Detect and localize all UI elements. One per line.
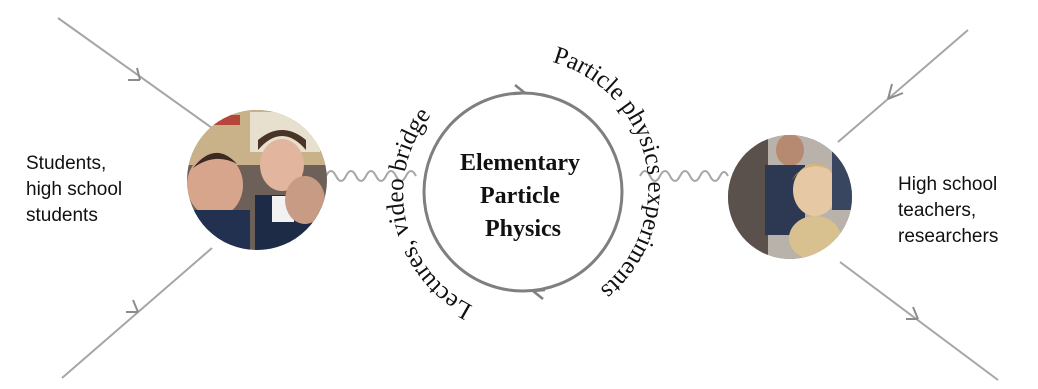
right-label-line-1: High school <box>898 174 998 195</box>
arrow-icon <box>906 306 919 320</box>
left-lower-line <box>61 247 213 379</box>
right-wavy-line <box>639 170 729 182</box>
left-label-line-1: Students, <box>26 153 107 174</box>
arrow-icon <box>887 83 904 100</box>
right-lower-line <box>839 261 999 381</box>
right-group-label: High school teachers, researchers <box>898 172 998 250</box>
center-title-line-1: Elementary <box>460 150 580 176</box>
arrow-icon <box>128 67 141 81</box>
center-title-line-2: Particle <box>480 183 560 209</box>
left-label-line-2: high school <box>26 179 123 200</box>
center-loop <box>422 84 624 300</box>
teachers-photo <box>728 135 852 259</box>
center-title: Elementary Particle Physics <box>460 150 586 242</box>
students-photo <box>187 110 327 250</box>
right-upper-line <box>837 29 969 143</box>
left-wavy-line <box>325 170 417 182</box>
center-title-line-3: Physics <box>485 216 561 242</box>
left-group-label: Students, high school students <box>26 151 122 229</box>
right-label-line-2: teachers, <box>898 200 977 221</box>
right-label-line-3: researchers <box>898 226 999 247</box>
loop-arrow-bottom-icon <box>529 288 546 300</box>
left-upper-line <box>57 17 213 129</box>
left-label-line-3: students <box>26 205 98 226</box>
arc-label-left: Lectures, video bridge <box>382 102 476 324</box>
loop-arrow-top-icon <box>512 84 529 96</box>
arrow-icon <box>126 299 139 313</box>
